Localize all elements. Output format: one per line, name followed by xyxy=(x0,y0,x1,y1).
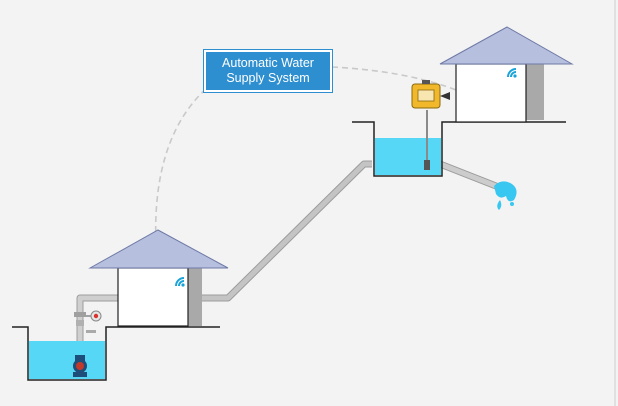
lower-water-tank xyxy=(12,326,220,381)
system-label-line1: Automatic Water xyxy=(222,56,314,70)
reservoir-water xyxy=(375,138,441,175)
dashed-link-lower-house xyxy=(154,69,233,263)
intake-pipe xyxy=(77,295,120,360)
upper-house xyxy=(439,26,574,123)
outlet-pipe xyxy=(437,161,499,189)
system-label-line2: Supply System xyxy=(226,71,310,85)
valve-icon xyxy=(74,310,102,333)
water-pump-icon xyxy=(73,355,87,377)
level-sensor-icon xyxy=(411,80,450,170)
dashed-link-upper-house xyxy=(331,66,457,91)
wifi-icon xyxy=(175,277,185,287)
system-label: Automatic Water Supply System xyxy=(222,56,314,86)
water-splash xyxy=(494,181,517,210)
lower-tank-water xyxy=(29,341,105,379)
system-label-box: Automatic Water Supply System xyxy=(203,49,333,93)
wifi-icon xyxy=(507,68,517,78)
main-pipe xyxy=(202,161,372,301)
lower-house xyxy=(88,229,229,327)
